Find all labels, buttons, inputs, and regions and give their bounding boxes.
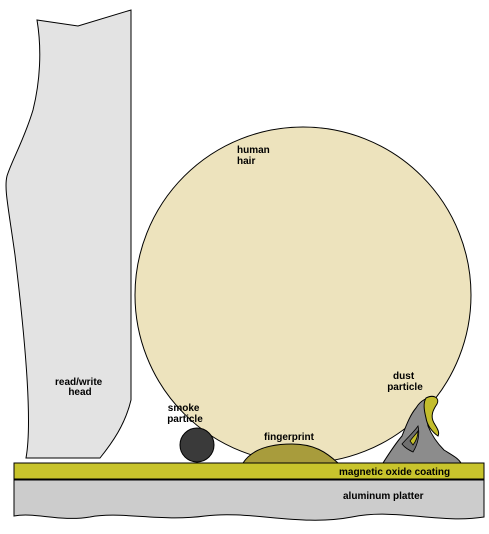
dust-particle-label-line-1: dust — [393, 371, 415, 382]
human-hair-label-line-1: human — [237, 145, 270, 156]
dust-particle — [382, 395, 462, 464]
magnetic-oxide-coating-label: magnetic oxide coating — [339, 467, 450, 478]
aluminum-platter — [13, 479, 485, 521]
human-hair-label: human hair — [237, 145, 273, 167]
read-write-head-label-line-1: read/write — [55, 377, 103, 388]
smoke-particle-label-line-2: particle — [167, 414, 203, 425]
human-hair-label-line-2: hair — [237, 156, 255, 167]
fingerprint-label: fingerprint — [264, 432, 315, 443]
dust-particle-label-line-2: particle — [387, 382, 423, 393]
smoke-particle — [179, 427, 215, 463]
aluminum-platter-label: aluminum platter — [343, 491, 424, 502]
dust-particle-label: dust particle — [387, 371, 423, 393]
fingerprint — [242, 443, 340, 464]
smoke-particle-label: smoke particle — [167, 403, 203, 425]
read-write-head-label: read/write head — [55, 377, 105, 398]
read-write-head — [5, 9, 132, 459]
smoke-particle-label-line-1: smoke — [168, 403, 200, 414]
read-write-head-label-line-2: head — [68, 387, 91, 398]
